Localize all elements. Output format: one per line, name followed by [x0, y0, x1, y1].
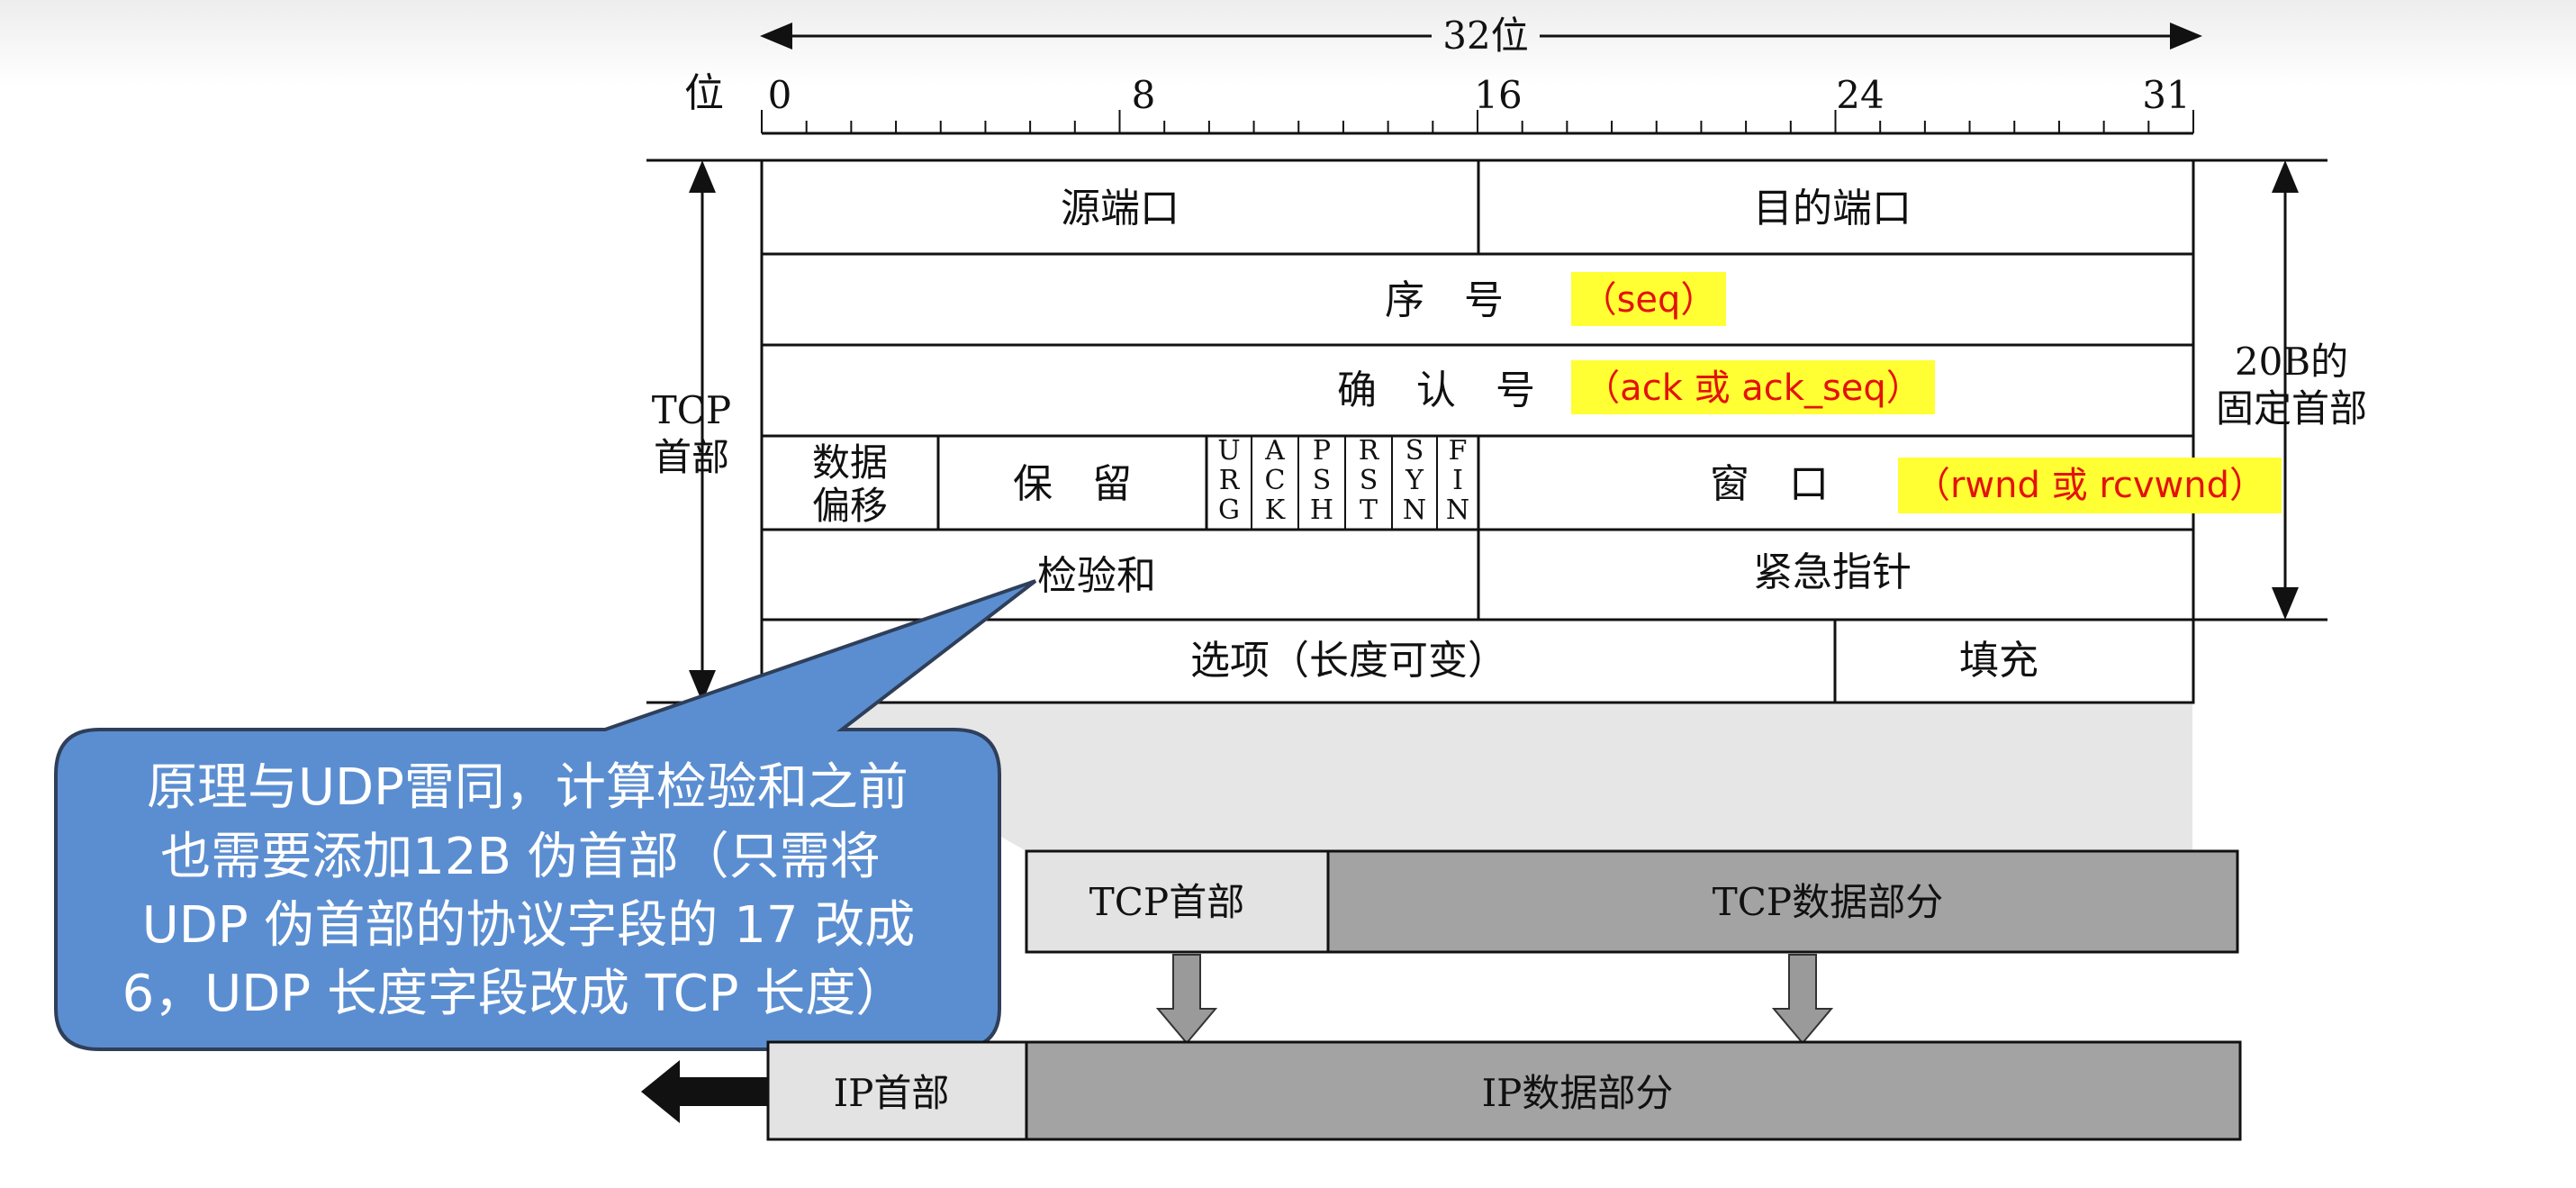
flag-letter: S	[1406, 435, 1424, 467]
source-port-field: 源端口	[1061, 186, 1180, 231]
flag-letter: P	[1313, 435, 1331, 467]
ruler-ticks	[761, 110, 2194, 133]
ruler-width-label: 32位	[1442, 14, 1528, 58]
window-highlight	[1898, 458, 2282, 513]
ip-data-box	[1025, 1040, 2242, 1141]
tcp-data-box	[1326, 849, 2239, 954]
flag-letter: A	[1264, 435, 1285, 467]
tcp-data-label: TCP数据部分	[1713, 880, 1943, 924]
options-field: 选项（长度可变）	[1190, 638, 1507, 684]
dest-port-field: 目的端口	[1753, 186, 1912, 231]
ip-header-box	[766, 1040, 1028, 1141]
flag-letter: G	[1218, 494, 1240, 526]
window-field: 窗 口	[1710, 461, 1829, 507]
callout-line-2: 也需要添加12B 伪首部（只需将	[160, 828, 880, 886]
ack-note: （ack 或 ack_seq）	[1584, 367, 1922, 409]
reserved-field: 保 留	[1013, 461, 1132, 507]
ip-header-label: IP首部	[834, 1071, 950, 1115]
data-offset-field-1: 数据	[812, 440, 888, 485]
flag-letter: U	[1217, 435, 1240, 467]
flag-letter: C	[1265, 465, 1286, 496]
callout-line-3: UDP 伪首部的协议字段的 17 改成	[142, 896, 916, 955]
tcp-header-side-label-2: 首部	[654, 435, 729, 479]
top-gradient	[0, 0, 2576, 86]
tick-0: 0	[768, 73, 792, 117]
seq-field: 序 号	[1385, 277, 1504, 323]
padding-field: 填充	[1959, 638, 2038, 684]
flag-letter: S	[1360, 465, 1378, 496]
urgent-pointer-field: 紧急指针	[1753, 549, 1912, 595]
header-table	[760, 159, 2195, 704]
ack-field: 确 认 号	[1337, 367, 1535, 413]
flag-letter: H	[1310, 494, 1333, 526]
checksum-field: 检验和	[1037, 553, 1156, 599]
ip-data-label: IP数据部分	[1482, 1071, 1674, 1115]
flag-letter: N	[1403, 494, 1426, 526]
tcp-header-box	[1025, 849, 1330, 954]
zoom-projection	[764, 703, 2192, 851]
bit-ruler: 32位 位 0 8 16 24 31	[684, 14, 2202, 135]
tick-31: 31	[2142, 73, 2190, 117]
flag-letter: F	[1449, 435, 1468, 467]
seq-note: （seq）	[1581, 279, 1717, 321]
tick-8: 8	[1132, 73, 1156, 117]
flag-letter: K	[1265, 494, 1286, 526]
ruler-bit-label: 位	[684, 70, 724, 116]
fixed-header-label-2: 固定首部	[2216, 386, 2367, 431]
ack-highlight	[1571, 360, 1935, 414]
flag-letter: S	[1313, 465, 1332, 496]
window-note: （rwnd 或 rcvwnd）	[1914, 465, 2265, 506]
callout-line-4: 6，UDP 长度字段改成 TCP 长度）	[122, 965, 907, 1023]
data-offset-field-2: 偏移	[812, 484, 888, 528]
tick-16: 16	[1474, 73, 1522, 117]
fixed-header-label-1: 20B的	[2235, 340, 2348, 384]
tcp-header-side-label-1: TCP	[652, 388, 731, 432]
down-arrow-right	[1771, 954, 1834, 1045]
callout-line-1: 原理与UDP雷同，计算检验和之前	[147, 758, 908, 817]
down-arrow-left	[1155, 954, 1218, 1045]
tcp-header-label: TCP首部	[1089, 880, 1244, 924]
flag-letter: T	[1360, 494, 1378, 526]
flag-letter: R	[1359, 435, 1380, 467]
flag-letter: Y	[1405, 465, 1424, 496]
flag-letter: N	[1446, 494, 1469, 526]
tick-24: 24	[1836, 73, 1884, 117]
seq-highlight	[1571, 272, 1726, 326]
flag-letter: R	[1219, 465, 1241, 496]
flag-letter: I	[1452, 465, 1463, 496]
left-arrow	[641, 1060, 768, 1123]
